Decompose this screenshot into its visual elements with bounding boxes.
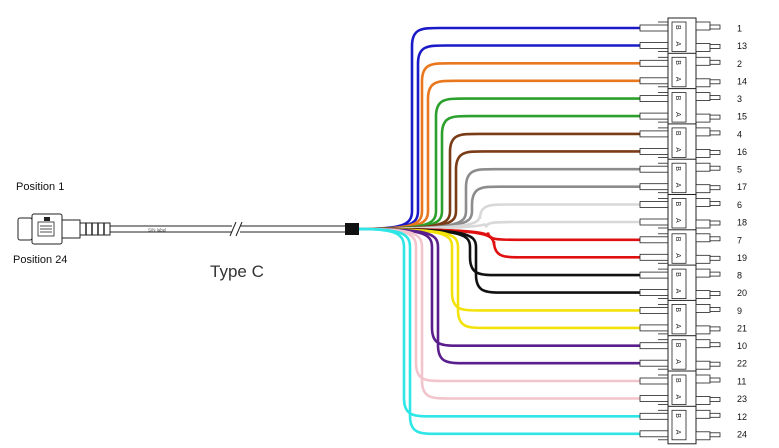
trunk-cable	[110, 221, 359, 237]
connector-side-b-label: B	[674, 413, 681, 418]
connector-side-b-label: B	[674, 237, 681, 242]
connector-side-a-label: A	[674, 112, 681, 117]
fiber-14	[358, 79, 642, 231]
duplex-connector	[639, 370, 721, 409]
port-number: 6	[737, 200, 742, 210]
duplex-connectors: BA113BA214BA315BA416BA517BA618BA719BA820…	[639, 17, 747, 445]
port-number: 24	[737, 429, 747, 439]
connector-side-a-label: A	[674, 253, 681, 258]
connector-side-b-label: B	[674, 202, 681, 207]
connector-side-a-label: A	[674, 359, 681, 364]
cable-type-label: Type C	[210, 262, 264, 281]
fiber-lines	[358, 26, 642, 436]
connector-side-b-label: B	[674, 378, 681, 383]
duplex-connector	[639, 194, 721, 233]
connector-side-b-label: B	[674, 166, 681, 171]
port-number: 17	[737, 182, 747, 192]
connector-side-a-label: A	[674, 395, 681, 400]
duplex-connector	[639, 88, 721, 127]
duplex-connector	[639, 158, 721, 198]
port-number: 8	[737, 271, 742, 281]
fiber-11	[358, 227, 642, 383]
position-24-label: Position 24	[13, 254, 68, 266]
port-number: 10	[737, 341, 747, 351]
duplex-connector	[639, 52, 721, 92]
fiber-23	[358, 227, 642, 400]
connector-side-b-label: B	[674, 131, 681, 136]
fiber-8	[358, 227, 642, 277]
connector-side-a-label: A	[674, 430, 681, 435]
connector-side-b-label: B	[674, 25, 681, 30]
fiber-4	[358, 132, 642, 231]
duplex-connector	[639, 335, 721, 374]
connector-side-a-label: A	[674, 183, 681, 188]
port-number: 7	[737, 235, 742, 245]
port-number: 23	[737, 394, 747, 404]
fiber-18	[358, 220, 642, 231]
fiber-1	[358, 26, 642, 231]
duplex-connector	[639, 229, 721, 268]
connector-side-b-label: B	[674, 96, 681, 101]
fiber-21	[358, 227, 642, 330]
port-number: 20	[737, 288, 747, 298]
duplex-connector	[639, 264, 721, 304]
connector-side-b-label: B	[674, 307, 681, 312]
port-number: 5	[737, 165, 742, 175]
fiber-5	[358, 167, 642, 231]
fiber-3	[358, 97, 642, 231]
port-number: 4	[737, 129, 742, 139]
duplex-connector	[639, 17, 721, 56]
cable-print-label: S/N label	[148, 228, 166, 233]
duplex-connector	[639, 123, 721, 162]
connector-side-b-label: B	[674, 272, 681, 277]
duplex-connector	[639, 299, 721, 339]
connector-side-b-label: B	[674, 60, 681, 65]
fiber-16	[358, 150, 642, 231]
port-number: 15	[737, 112, 747, 122]
duplex-connector	[639, 405, 721, 445]
connector-side-a-label: A	[674, 77, 681, 82]
port-number: 1	[737, 24, 742, 34]
connector-side-a-label: A	[674, 42, 681, 47]
mpo-connector	[17, 213, 111, 245]
connector-side-a-label: A	[674, 289, 681, 294]
port-number: 21	[737, 323, 747, 333]
port-number: 11	[737, 377, 746, 387]
port-number: 13	[737, 41, 747, 51]
fiber-22	[358, 227, 642, 365]
connector-side-a-label: A	[674, 147, 681, 152]
port-number: 16	[737, 147, 747, 157]
port-number: 9	[737, 306, 742, 316]
port-number: 19	[737, 253, 747, 263]
port-number: 3	[737, 94, 742, 104]
position-1-label: Position 1	[16, 181, 65, 193]
connector-side-b-label: B	[674, 343, 681, 348]
fiber-24	[358, 227, 642, 436]
port-number: 18	[737, 218, 747, 228]
connector-side-a-label: A	[674, 218, 681, 223]
fiber-13	[358, 44, 642, 231]
port-number: 2	[737, 59, 742, 69]
port-number: 14	[737, 76, 747, 86]
connector-side-a-label: A	[674, 324, 681, 329]
port-number: 22	[737, 359, 747, 369]
port-number: 12	[737, 412, 747, 422]
